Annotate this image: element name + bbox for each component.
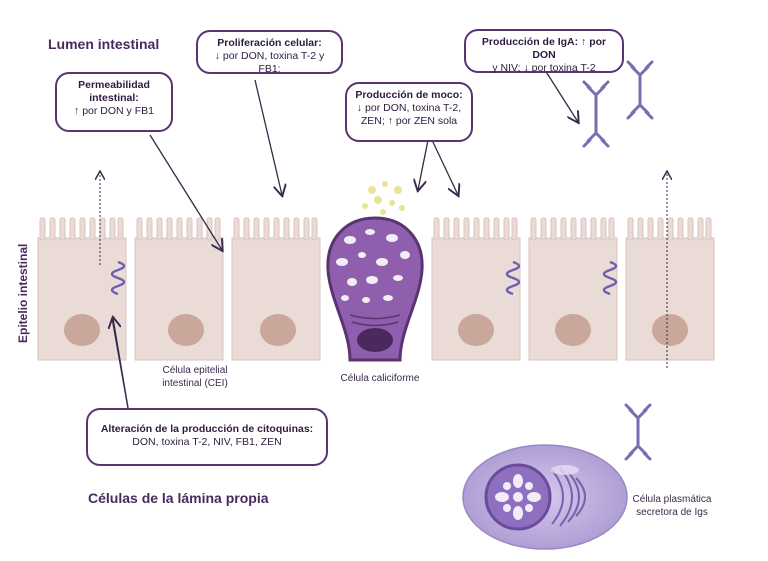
plasma-cell-label: Célula plasmática secretora de Igs <box>632 494 712 518</box>
cytokines-title: Alteración de la producción de citoquina… <box>100 423 314 435</box>
antibody-icon <box>582 80 610 148</box>
permeability-callout: Permeabilidad intestinal: ↑ por DON y FB… <box>55 72 173 132</box>
epithelial-cell <box>134 217 224 361</box>
cytokines-text: DON, toxina T-2, NIV, FB1, ZEN <box>132 436 282 448</box>
epithelium-label: Epitelio intestinal <box>16 243 30 343</box>
epithelial-cell <box>625 217 715 361</box>
iga-title: Producción de IgA: ↑ por DON <box>481 36 607 61</box>
mucus-callout: Producción de moco: ↓ por DON, toxina T-… <box>345 82 473 142</box>
permeability-title: Permeabilidad intestinal: <box>78 79 150 104</box>
proliferation-callout: Proliferación celular: ↓ por DON, toxina… <box>196 30 343 75</box>
lamina-propria-label: Células de la lámina propia <box>88 490 269 506</box>
proliferation-text: ↓ por DON, toxina T-2 y FB1: <box>214 50 325 75</box>
antibody-icon <box>624 403 652 461</box>
goblet-cell <box>326 216 424 362</box>
plasma-cell <box>462 444 628 550</box>
mucus-text: ↓ por DON, toxina T-2, ZEN; ↑ por ZEN so… <box>356 102 462 127</box>
proliferation-title: Proliferación celular: <box>217 37 322 49</box>
epithelial-cell <box>231 217 321 361</box>
epithelial-cell <box>431 217 521 361</box>
cei-label: Célula epitelial intestinal (CEI) <box>162 365 228 389</box>
epithelial-cell <box>37 217 127 361</box>
iga-text: y NIV; ↓ por toxina T-2 <box>492 62 596 74</box>
mucus-title: Producción de moco: <box>355 89 463 101</box>
tight-junction <box>110 260 618 296</box>
lumen-label: Lumen intestinal <box>48 36 160 52</box>
permeability-text: ↑ por DON y FB1 <box>74 105 154 117</box>
antibody-icon <box>626 60 654 120</box>
goblet-cell-label: Célula caliciforme <box>340 373 420 384</box>
cytokines-callout: Alteración de la producción de citoquina… <box>86 408 328 466</box>
epithelial-cell <box>528 217 618 361</box>
mucus-granules <box>362 181 405 215</box>
iga-callout: Producción de IgA: ↑ por DON y NIV; ↓ po… <box>464 29 624 74</box>
